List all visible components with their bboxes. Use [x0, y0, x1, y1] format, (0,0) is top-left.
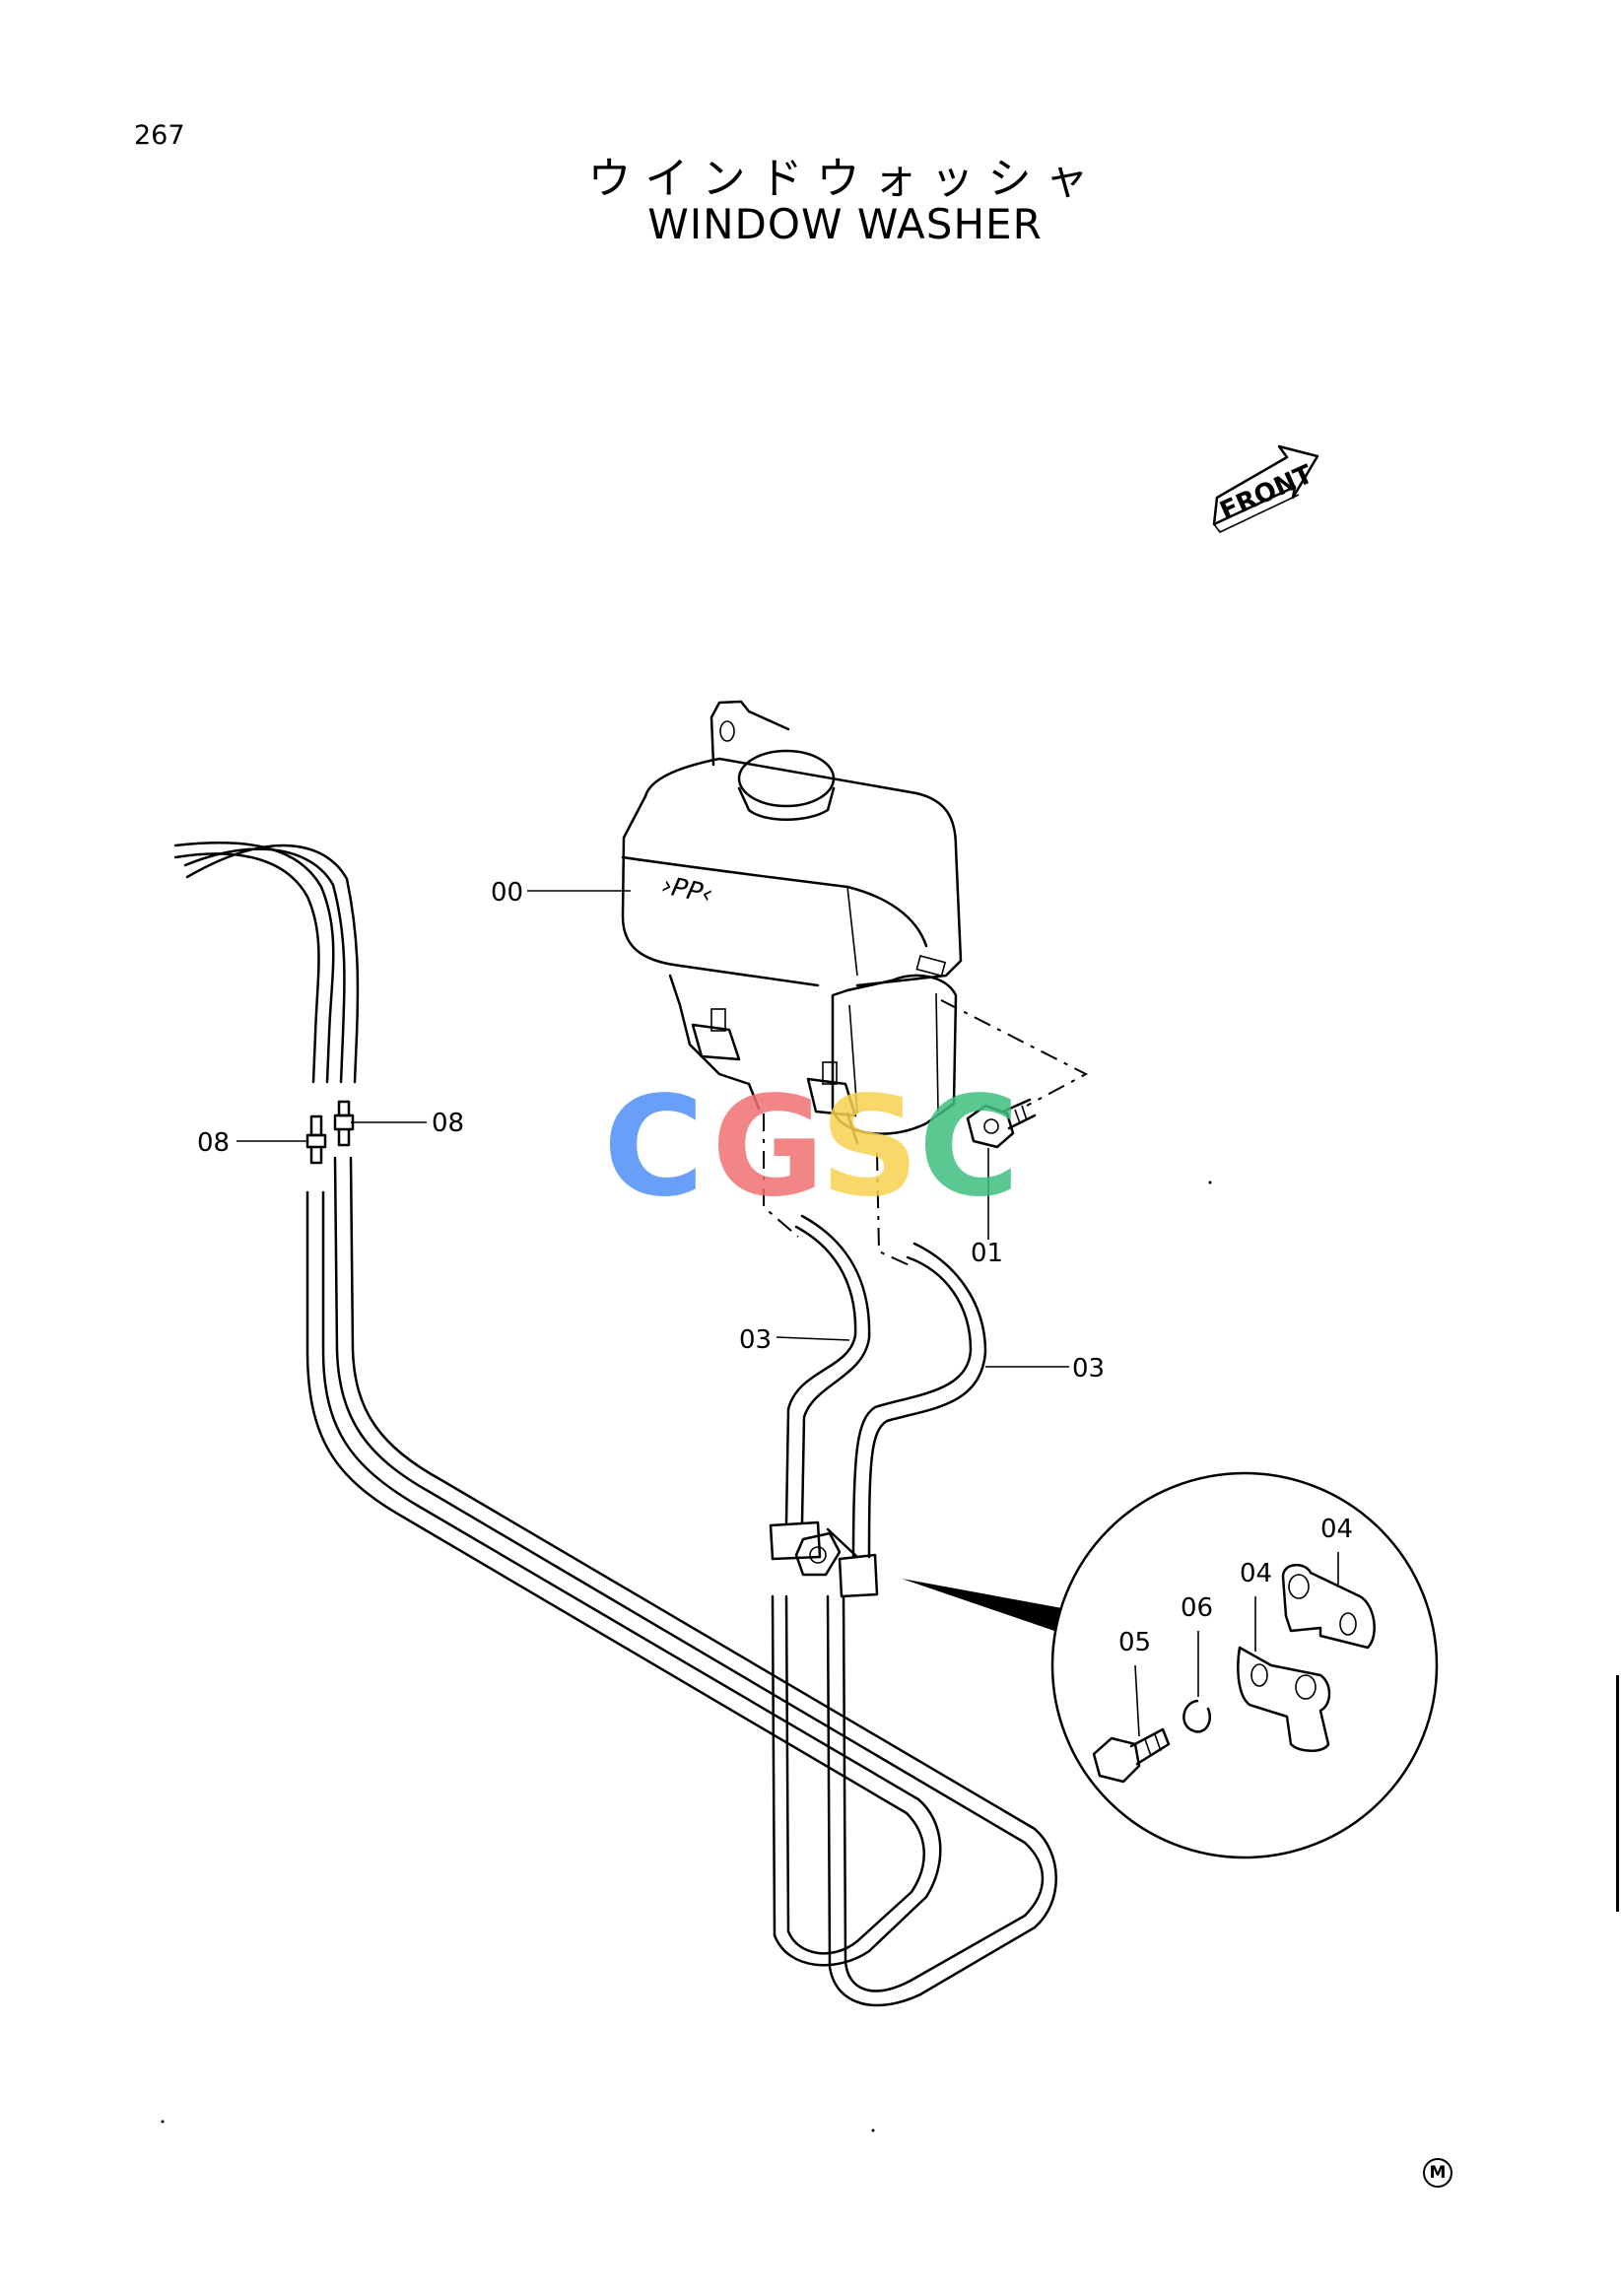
watermark: C G S C	[603, 1067, 1020, 1228]
joint-right	[333, 1100, 355, 1147]
svg-text:C: C	[918, 1067, 1020, 1228]
washer-tank: ›PP‹	[621, 700, 963, 1145]
mounting-bolt	[940, 999, 1089, 1149]
svg-text:G: G	[711, 1067, 825, 1228]
callout-04-lower: 04	[1240, 1559, 1272, 1588]
callout-08-left: 08	[197, 1128, 230, 1158]
callout-08-right: 08	[432, 1109, 464, 1138]
title-japanese: ウインドウォッシャ	[587, 154, 1103, 204]
callout-06: 06	[1181, 1593, 1213, 1623]
front-arrow-icon: FRONT	[1212, 444, 1319, 534]
title-english: WINDOW WASHER	[647, 200, 1043, 248]
callout-00: 00	[491, 878, 523, 908]
callout-04-upper: 04	[1320, 1515, 1353, 1544]
leader-lines	[236, 890, 1339, 1737]
callout-01: 01	[971, 1239, 1003, 1268]
svg-text:C: C	[603, 1067, 705, 1228]
callout-03-right: 03	[1072, 1354, 1105, 1384]
callout-05: 05	[1118, 1628, 1151, 1657]
hose-left	[784, 1214, 871, 1524]
svg-text:S: S	[820, 1067, 919, 1228]
tank-material-marking: ›PP‹	[659, 871, 715, 911]
code-mark: M	[1423, 2158, 1452, 2188]
joint-left	[305, 1114, 327, 1165]
hose-clamp-assembly	[769, 1520, 879, 1598]
washer-pipes	[173, 841, 1057, 2007]
callout-03-left: 03	[739, 1325, 772, 1355]
hose-right	[851, 1242, 987, 1559]
scan-specks	[161, 1181, 1619, 2132]
page-number: 267	[134, 120, 185, 151]
detail-view	[902, 1471, 1439, 1859]
